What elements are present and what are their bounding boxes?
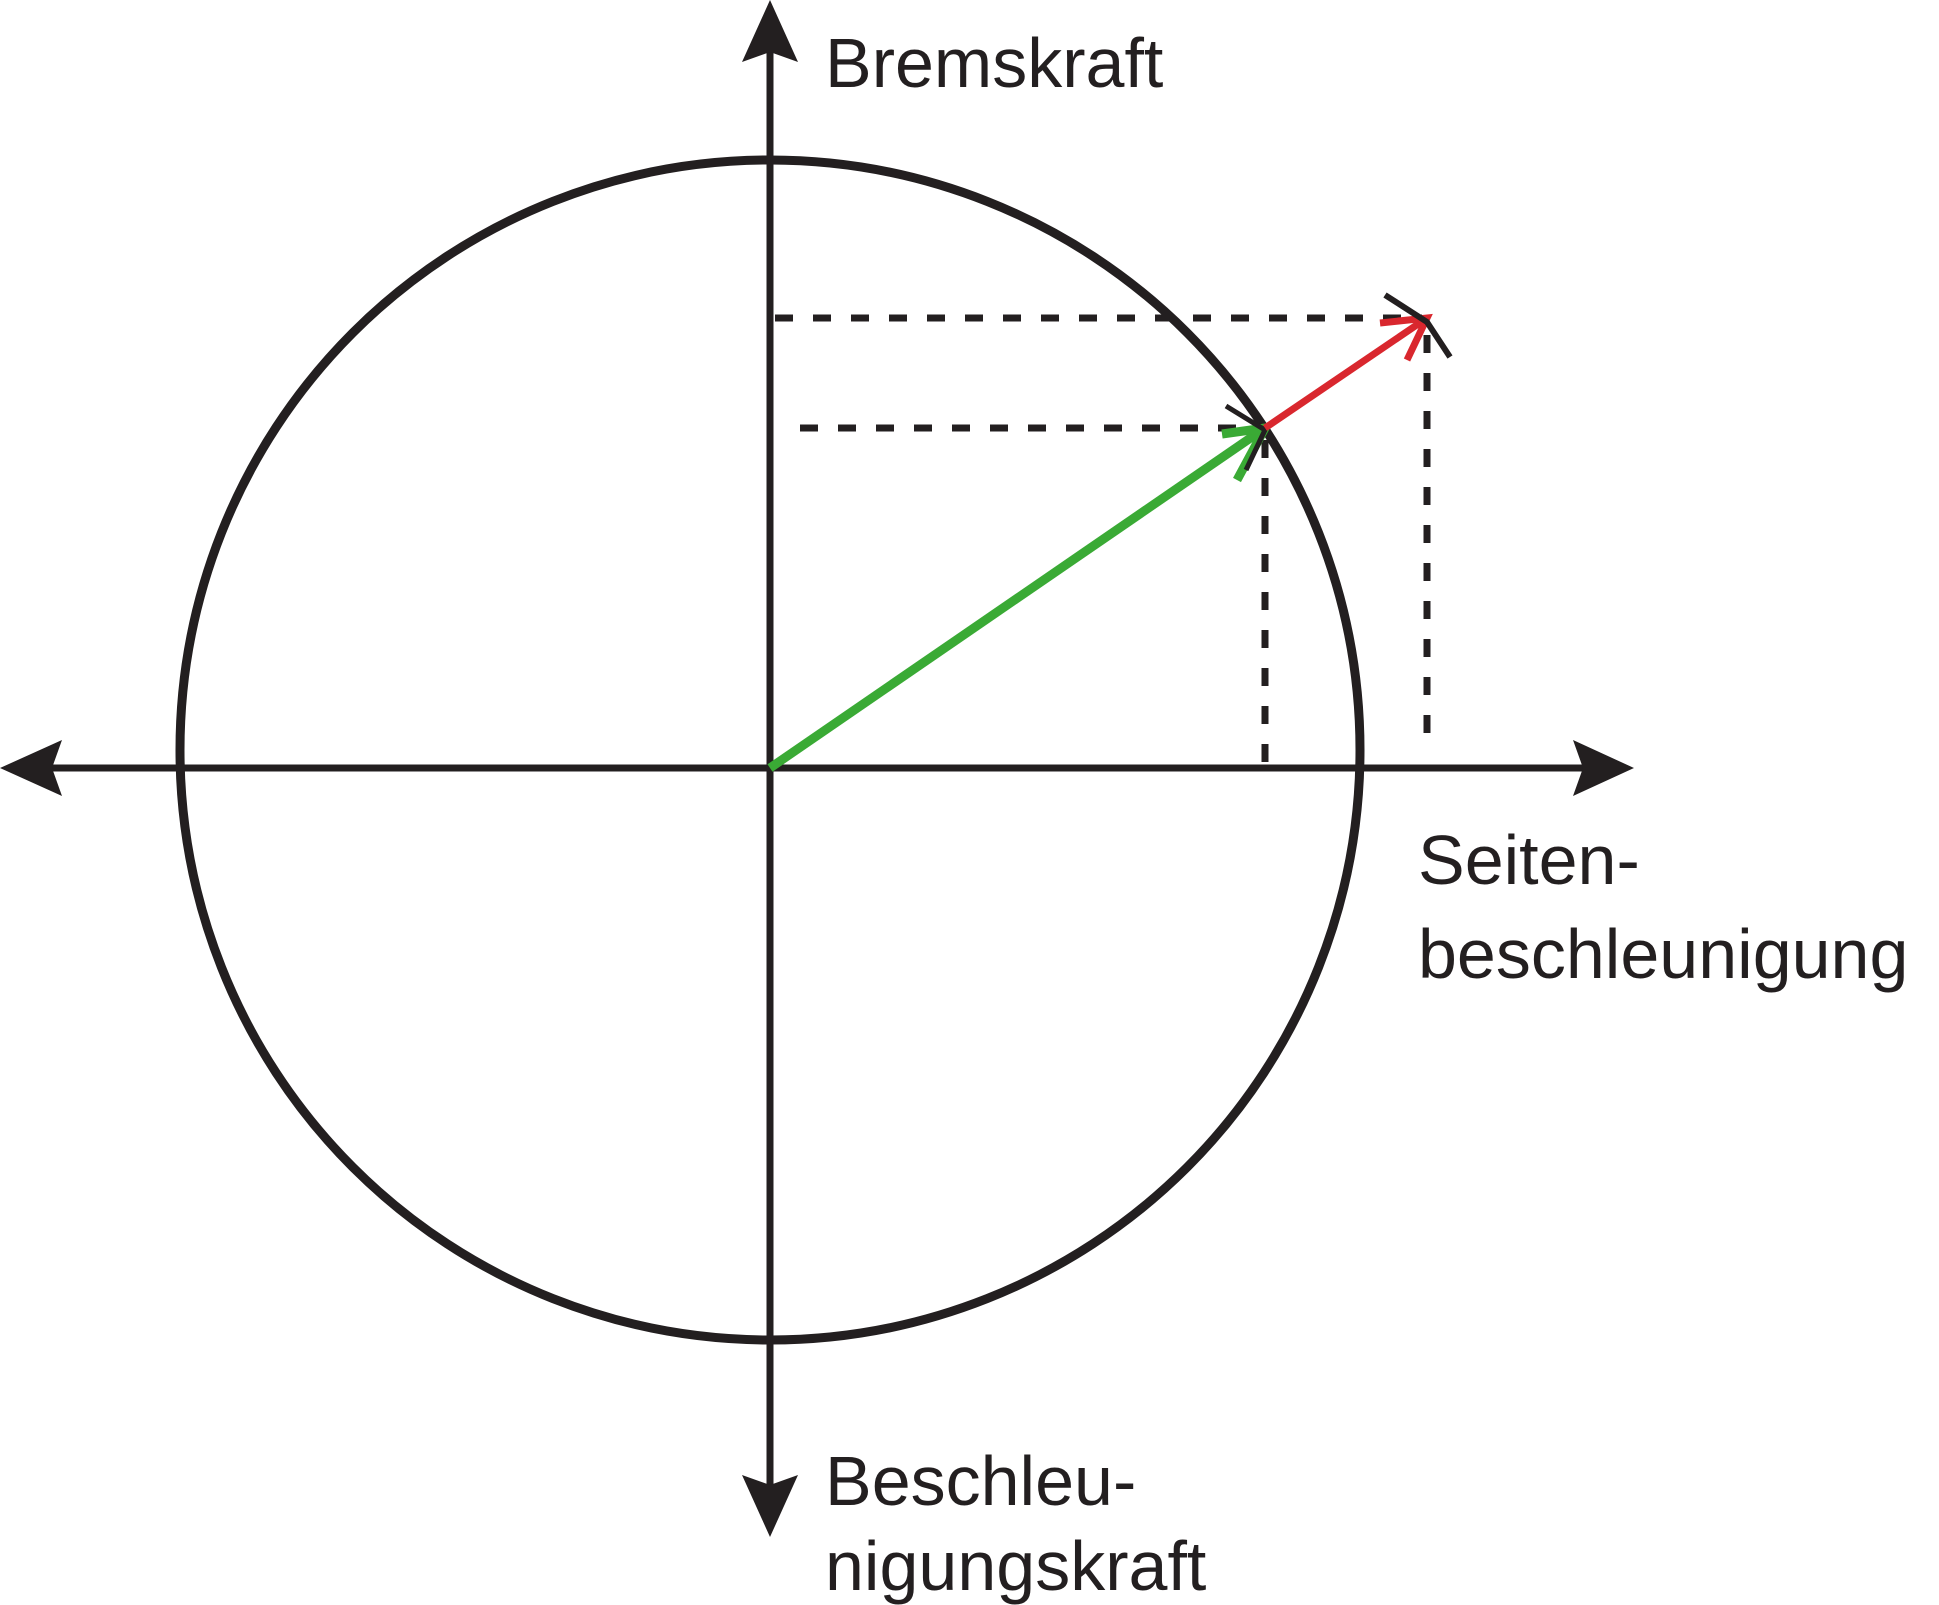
label-acceleration-force-line1: Beschleu- [825, 1442, 1136, 1520]
red-force-vector [1263, 315, 1429, 431]
green-force-vector [767, 424, 1268, 772]
up-arrowhead-icon [742, 0, 798, 62]
projection-lines [775, 314, 1431, 768]
red-arrowhead-icon [1379, 313, 1433, 362]
down-arrowhead-icon [742, 1475, 798, 1537]
left-arrowhead-icon [0, 740, 62, 796]
label-lateral-acceleration-line2: beschleunigung [1418, 915, 1908, 993]
label-lateral-acceleration-line1: Seiten- [1418, 821, 1640, 899]
right-arrowhead-icon [1573, 740, 1634, 796]
red-arrowhead-outline-icon [1383, 292, 1453, 359]
label-braking-force: Bremskraft [825, 24, 1163, 102]
green-arrowhead-outline-icon [1224, 403, 1269, 472]
label-acceleration-force-line2: nigungskraft [825, 1527, 1206, 1605]
